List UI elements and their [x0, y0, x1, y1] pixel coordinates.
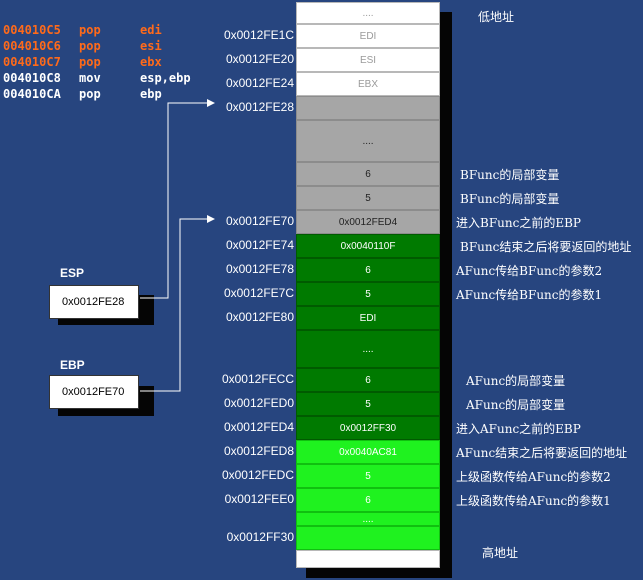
stack-annotation: 上级函数传给AFunc的参数1	[456, 494, 611, 508]
ebp-value: 0x0012FE70	[62, 386, 125, 398]
esp-register-box: 0x0012FE28	[49, 285, 139, 319]
stack-annotation: 上级函数传给AFunc的参数2	[456, 470, 611, 484]
stack-annotation: AFunc传给BFunc的参数2	[456, 264, 603, 278]
stack-cell: ESI	[296, 48, 440, 72]
esp-label: ESP	[60, 266, 85, 280]
stack-address: 0x0012FE7C	[223, 286, 294, 300]
code-opcode: mov	[79, 71, 101, 85]
stack-address: 0x0012FE28	[225, 100, 294, 114]
code-operand: ebx	[140, 55, 162, 69]
stack-cell-value: 0x0040110F	[340, 240, 396, 252]
stack-cell-value: 6	[365, 494, 371, 506]
esp-pointer-arrow	[140, 99, 215, 299]
stack-annotation: BFunc的局部变量	[460, 168, 560, 182]
stack-cell: 6	[296, 258, 440, 282]
stack-cell: 0x0040110F	[296, 234, 440, 258]
code-address: 004010C6	[3, 39, 61, 53]
stack-cell-value: ....	[362, 343, 374, 355]
stack-cell: ....	[296, 2, 440, 24]
stack-cell-value: ESI	[359, 54, 377, 66]
ebp-register-box: 0x0012FE70	[49, 375, 139, 409]
stack-address: 0x0012FE74	[225, 238, 294, 252]
stack-cell-value: 6	[365, 168, 371, 180]
high-address-label: 高地址	[482, 546, 519, 560]
stack-annotation: AFunc的局部变量	[466, 374, 566, 388]
stack-annotation: AFunc的局部变量	[466, 398, 566, 412]
stack-cell: 0x0040AC81	[296, 440, 440, 464]
stack-cell-value: 0x0012FF30	[339, 422, 397, 434]
stack-cell: ....	[296, 330, 440, 368]
stack-cell: 6	[296, 488, 440, 512]
ebp-pointer-arrow	[140, 215, 215, 392]
code-operand: ebp	[140, 87, 162, 101]
stack-cell: 0x0012FF30	[296, 416, 440, 440]
stack-cell-value: EDI	[359, 312, 377, 324]
stack-cell-value: 0x0040AC81	[339, 446, 397, 458]
stack-cell-value: 5	[365, 470, 371, 482]
code-operand: edi	[140, 23, 162, 37]
stack-cell-value: ....	[362, 513, 374, 525]
stack-address: 0x0012FEE0	[224, 492, 294, 506]
stack-address: 0x0012FE80	[225, 310, 294, 324]
ebp-label: EBP	[60, 358, 85, 372]
stack-annotation: 进入BFunc之前的EBP	[456, 216, 581, 230]
code-address: 004010C7	[3, 55, 61, 69]
code-address: 004010C5	[3, 23, 61, 37]
stack-cell-value: 6	[365, 374, 371, 386]
stack-address: 0x0012FECC	[221, 372, 294, 386]
code-operand: esi	[140, 39, 162, 53]
stack-annotation: AFunc传给BFunc的参数1	[456, 288, 603, 302]
stack-annotation: 进入AFunc之前的EBP	[456, 422, 581, 436]
stack-cell-value: EBX	[357, 78, 378, 90]
esp-value: 0x0012FE28	[62, 296, 125, 308]
stack-address: 0x0012FE1C	[223, 28, 294, 42]
stack-cell-value: 5	[365, 398, 371, 410]
stack-cell-value: ....	[362, 135, 374, 147]
stack-address: 0x0012FEDC	[221, 468, 294, 482]
code-address: 004010CA	[3, 87, 61, 101]
stack-address: 0x0012FE20	[225, 52, 294, 66]
stack-annotation: AFunc结束之后将要返回的地址	[456, 446, 628, 460]
stack-address: 0x0012FE24	[225, 76, 294, 90]
stack-address: 0x0012FE78	[225, 262, 294, 276]
stack-cell: ....	[296, 120, 440, 162]
stack-address: 0x0012FED8	[223, 444, 294, 458]
stack-cell	[296, 550, 440, 568]
stack-cell: 5	[296, 464, 440, 488]
stack-address: 0x0012FED0	[223, 396, 294, 410]
stack-annotation: BFunc的局部变量	[460, 192, 560, 206]
stack-cell: EDI	[296, 306, 440, 330]
stack-cell: 6	[296, 368, 440, 392]
stack-cell-value: ....	[362, 7, 374, 19]
stack-cell: 6	[296, 162, 440, 186]
stack-cell-value: 0x0012FED4	[338, 216, 398, 228]
code-opcode: pop	[79, 23, 101, 37]
stack-cell-value: EDI	[359, 30, 377, 42]
stack-cell-value: 5	[365, 192, 371, 204]
stack-cell	[296, 526, 440, 550]
code-opcode: pop	[79, 87, 101, 101]
stack-cell: 5	[296, 186, 440, 210]
code-opcode: pop	[79, 39, 101, 53]
stack-cell	[296, 96, 440, 120]
stack-cell: EBX	[296, 72, 440, 96]
stack-annotation: BFunc结束之后将要返回的地址	[460, 240, 632, 254]
stack-cell: 0x0012FED4	[296, 210, 440, 234]
code-opcode: pop	[79, 55, 101, 69]
stack-address: 0x0012FED4	[223, 420, 294, 434]
stack-cell-value: 5	[365, 288, 371, 300]
stack-cell: 5	[296, 392, 440, 416]
stack-address: 0x0012FE70	[225, 214, 294, 228]
code-operand: esp,ebp	[140, 71, 191, 85]
code-address: 004010C8	[3, 71, 61, 85]
stack-cell: ....	[296, 512, 440, 526]
stack-cell-value: 6	[365, 264, 371, 276]
stack-address: 0x0012FF30	[226, 530, 294, 544]
low-address-label: 低地址	[478, 10, 515, 24]
stack-cell: 5	[296, 282, 440, 306]
stack-cell: EDI	[296, 24, 440, 48]
